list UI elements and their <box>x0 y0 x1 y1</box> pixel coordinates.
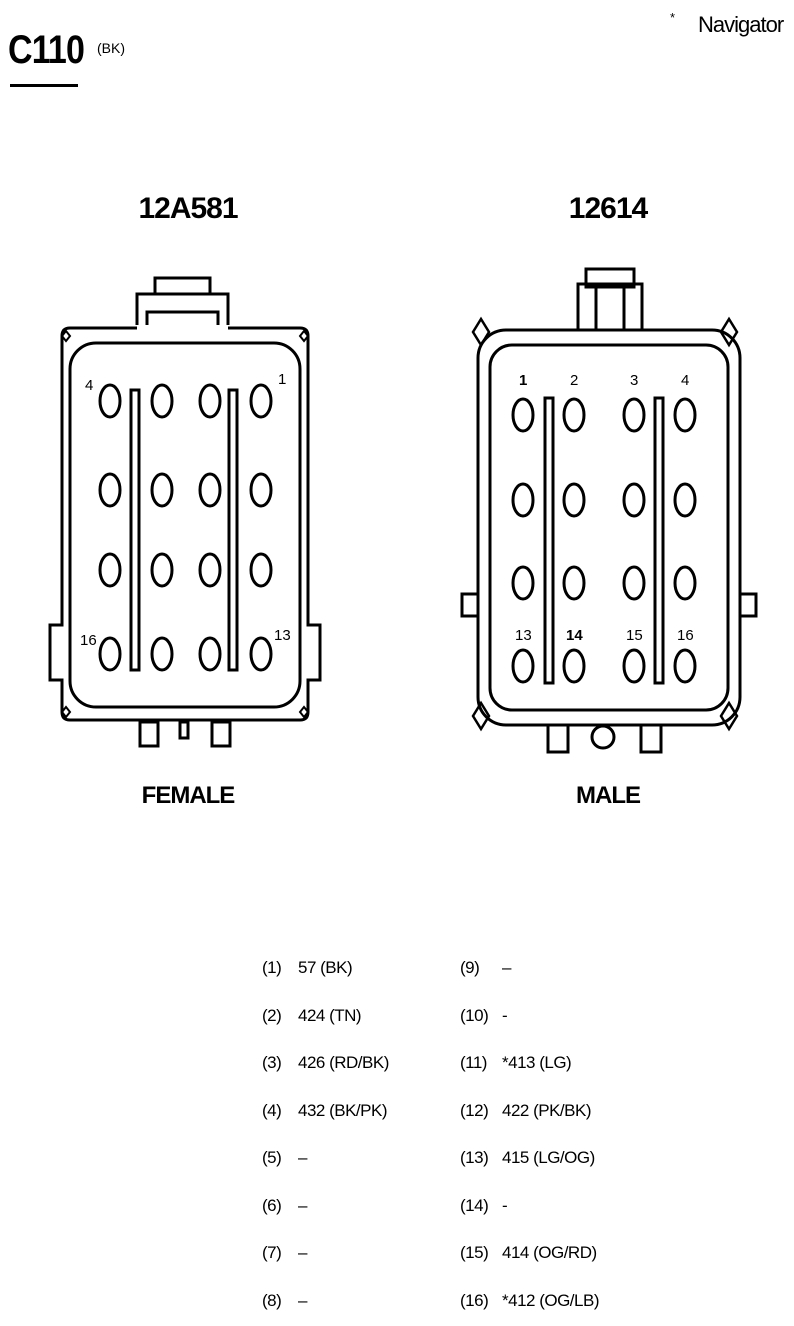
female-pin-hole <box>98 552 122 588</box>
male-pin-label: 4 <box>681 372 689 389</box>
male-part-number: 12614 <box>568 192 648 225</box>
male-label: MALE <box>576 782 641 809</box>
pin-number: (10) <box>460 1005 489 1025</box>
pin-number: (9) <box>460 958 480 977</box>
connector-id: C110 <box>8 28 85 72</box>
pin-number: (16) <box>460 1290 489 1310</box>
male-pin-hole <box>622 482 646 518</box>
title-underline <box>10 84 78 87</box>
male-pin-hole <box>622 397 646 433</box>
female-pin-label: 4 <box>85 377 93 394</box>
female-pin-hole <box>198 636 222 672</box>
pin-number: (6) <box>262 1195 282 1215</box>
pin-wire: – <box>298 1148 307 1167</box>
pin-wire: 415 (LG/OG) <box>502 1148 595 1167</box>
male-connector <box>460 267 758 754</box>
pin-wire: - <box>502 1195 508 1215</box>
pin-number: (7) <box>262 1243 282 1262</box>
male-pin-hole <box>511 397 535 433</box>
pin-number: (5) <box>262 1148 282 1167</box>
pin-number: (14) <box>460 1195 489 1215</box>
pin-wire: *412 (OG/LB) <box>502 1290 600 1310</box>
pin-number: (3) <box>262 1053 282 1072</box>
female-pin-hole <box>249 636 273 672</box>
female-part-number: 12A581 <box>138 192 238 225</box>
male-pin-hole <box>673 565 697 601</box>
female-pin-label: 13 <box>274 627 291 644</box>
male-pin-hole <box>511 482 535 518</box>
pin-wire: 422 (PK/BK) <box>502 1100 592 1120</box>
male-pin-hole <box>673 648 697 684</box>
pin-number: (1) <box>262 958 282 977</box>
female-pin-hole <box>150 636 174 672</box>
male-pin-hole <box>511 565 535 601</box>
pin-wire: 432 (BK/PK) <box>298 1100 388 1120</box>
pin-number: (11) <box>460 1053 487 1072</box>
pin-wire: – <box>298 1243 307 1262</box>
female-connector <box>48 276 322 748</box>
pin-number: (12) <box>460 1100 489 1120</box>
pin-number: (2) <box>262 1005 282 1025</box>
pin-wire: – <box>298 1195 307 1215</box>
note-marker: * <box>670 10 676 25</box>
pin-number: (8) <box>262 1290 282 1310</box>
pin-number: (15) <box>460 1243 489 1262</box>
pin-wire: 57 (BK) <box>298 958 353 977</box>
female-pin-label: 16 <box>80 632 97 649</box>
male-pin-label: 14 <box>566 627 583 644</box>
male-pin-hole <box>673 482 697 518</box>
pin-number: (13) <box>460 1148 489 1167</box>
male-pin-hole <box>562 565 586 601</box>
male-pin-label: 2 <box>570 372 578 389</box>
male-pin-label: 15 <box>626 627 643 644</box>
male-pin-hole <box>622 648 646 684</box>
female-pin-holes <box>98 383 273 672</box>
note-text: Navigator <box>698 12 784 37</box>
female-pin-hole <box>198 383 222 419</box>
male-pin-hole <box>673 397 697 433</box>
female-pin-hole <box>98 472 122 508</box>
male-corner-marks <box>471 316 739 732</box>
female-pin-hole <box>150 472 174 508</box>
male-pin-hole <box>562 397 586 433</box>
male-pin-hole <box>562 482 586 518</box>
pin-wire: *413 (LG) <box>502 1053 572 1072</box>
female-pin-hole <box>249 472 273 508</box>
female-corner-marks <box>60 329 310 719</box>
male-pin-holes <box>511 397 697 684</box>
connector-diagram: 4 1 16 13 1 2 3 4 13 14 15 16 <box>48 267 758 754</box>
female-pin-hole <box>198 472 222 508</box>
male-pin-label: 16 <box>677 627 694 644</box>
male-pin-label: 3 <box>630 372 638 389</box>
female-pin-label: 1 <box>278 371 286 388</box>
pin-number: (4) <box>262 1100 282 1120</box>
female-pin-hole <box>98 383 122 419</box>
female-label: FEMALE <box>141 782 236 809</box>
female-pin-hole <box>98 636 122 672</box>
female-pin-hole <box>150 552 174 588</box>
pin-wire: - <box>502 1005 508 1025</box>
male-pin-hole <box>562 648 586 684</box>
pin-wire: 414 (OG/RD) <box>502 1243 597 1262</box>
pin-wire: – <box>502 958 511 977</box>
pin-wire: – <box>298 1290 307 1310</box>
male-pin-label: 13 <box>515 627 532 644</box>
female-pin-hole <box>249 552 273 588</box>
pin-wire: 426 (RD/BK) <box>298 1053 389 1072</box>
female-pin-hole <box>198 552 222 588</box>
female-pin-hole <box>249 383 273 419</box>
connector-color: (BK) <box>97 40 125 56</box>
male-pin-hole <box>622 565 646 601</box>
pin-wire: 424 (TN) <box>298 1005 362 1025</box>
male-pin-hole <box>511 648 535 684</box>
male-pin-label: 1 <box>519 372 527 389</box>
female-pin-hole <box>150 383 174 419</box>
